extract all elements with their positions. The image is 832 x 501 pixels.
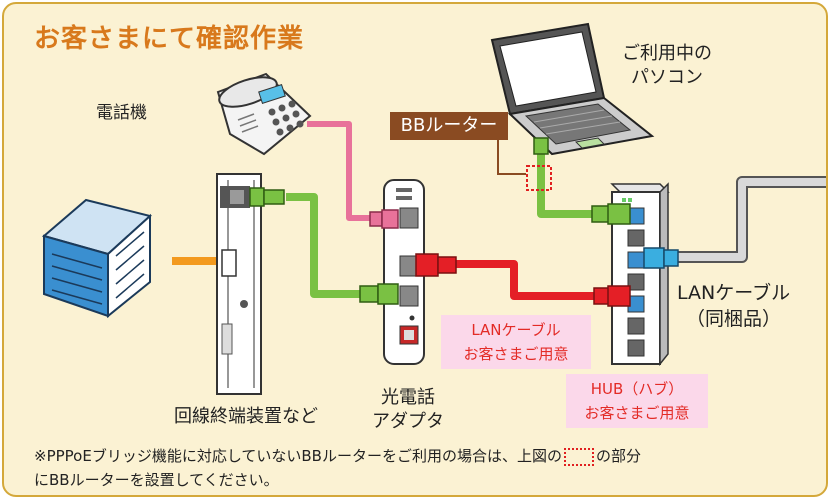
lan-cable-external bbox=[650, 176, 826, 263]
green-cable-pc-hub bbox=[537, 144, 594, 218]
hub-user-line1: HUB（ハブ） bbox=[590, 380, 684, 398]
page-title: お客さまにて確認作業 bbox=[34, 24, 305, 54]
fiber-cable bbox=[172, 257, 222, 265]
onu-label: 回線終端装置など bbox=[174, 406, 318, 427]
footnote-line2: にBBルーターを設置してください。 bbox=[34, 471, 279, 489]
lan-cable-label-line2: （同梱品） bbox=[686, 308, 782, 330]
dotted-box-icon bbox=[563, 447, 594, 466]
adapter-label-line1: 光電話 bbox=[381, 387, 435, 408]
red-lan-cable bbox=[454, 260, 602, 300]
network-diagram bbox=[41, 22, 826, 395]
phone-plug bbox=[369, 209, 399, 229]
lan-cable-label-line1: LANケーブル bbox=[677, 282, 791, 304]
footnote: ※PPPoEブリッジ機能に対応していないBBルーターをご利用の場合は、上図の の部… bbox=[34, 444, 641, 492]
phone-cable bbox=[307, 121, 374, 221]
hub-user-line2: お客さまご用意 bbox=[584, 404, 690, 422]
router-position-box bbox=[526, 165, 552, 191]
telephone-icon bbox=[216, 72, 312, 156]
laptop-lan-plug bbox=[533, 137, 549, 155]
lan-cable-user-note: LANケーブル お客さまご用意 bbox=[441, 315, 591, 369]
hub-red-plug bbox=[593, 285, 631, 307]
telephone-label: 電話機 bbox=[96, 103, 147, 123]
footnote-part1: ※PPPoEブリッジ機能に対応していないBBルーターをご利用の場合は、上図の bbox=[34, 447, 562, 465]
green-cable-onu-adapter bbox=[286, 193, 374, 298]
hub-user-note: HUB（ハブ） お客さまご用意 bbox=[566, 374, 708, 428]
onu-device-icon bbox=[216, 173, 262, 395]
lan-user-line1: LANケーブル bbox=[471, 321, 561, 339]
building-icon bbox=[41, 198, 153, 319]
pc-label-line1: ご利用中の bbox=[622, 43, 712, 64]
pc-label: ご利用中の パソコン bbox=[622, 42, 712, 90]
adapter-label-line2: アダプタ bbox=[372, 411, 444, 432]
adapter-green-plug bbox=[359, 283, 399, 305]
hub-blue-plug bbox=[643, 247, 679, 269]
footnote-line1: ※PPPoEブリッジ機能に対応していないBBルーターをご利用の場合は、上図の の部… bbox=[34, 444, 641, 468]
hub-green-plug bbox=[591, 203, 631, 225]
pc-label-line2: パソコン bbox=[631, 67, 703, 88]
footnote-part2: の部分 bbox=[595, 447, 641, 465]
lan-user-line2: お客さまご用意 bbox=[463, 345, 569, 363]
bb-router-label: BBルーター bbox=[390, 112, 508, 140]
lan-cable-label: LANケーブル （同梱品） bbox=[677, 280, 790, 332]
hub-icon bbox=[610, 182, 670, 367]
onu-lan-plug bbox=[249, 187, 285, 207]
adapter-label: 光電話 アダプタ bbox=[372, 386, 444, 434]
adapter-red-plug bbox=[415, 253, 457, 277]
